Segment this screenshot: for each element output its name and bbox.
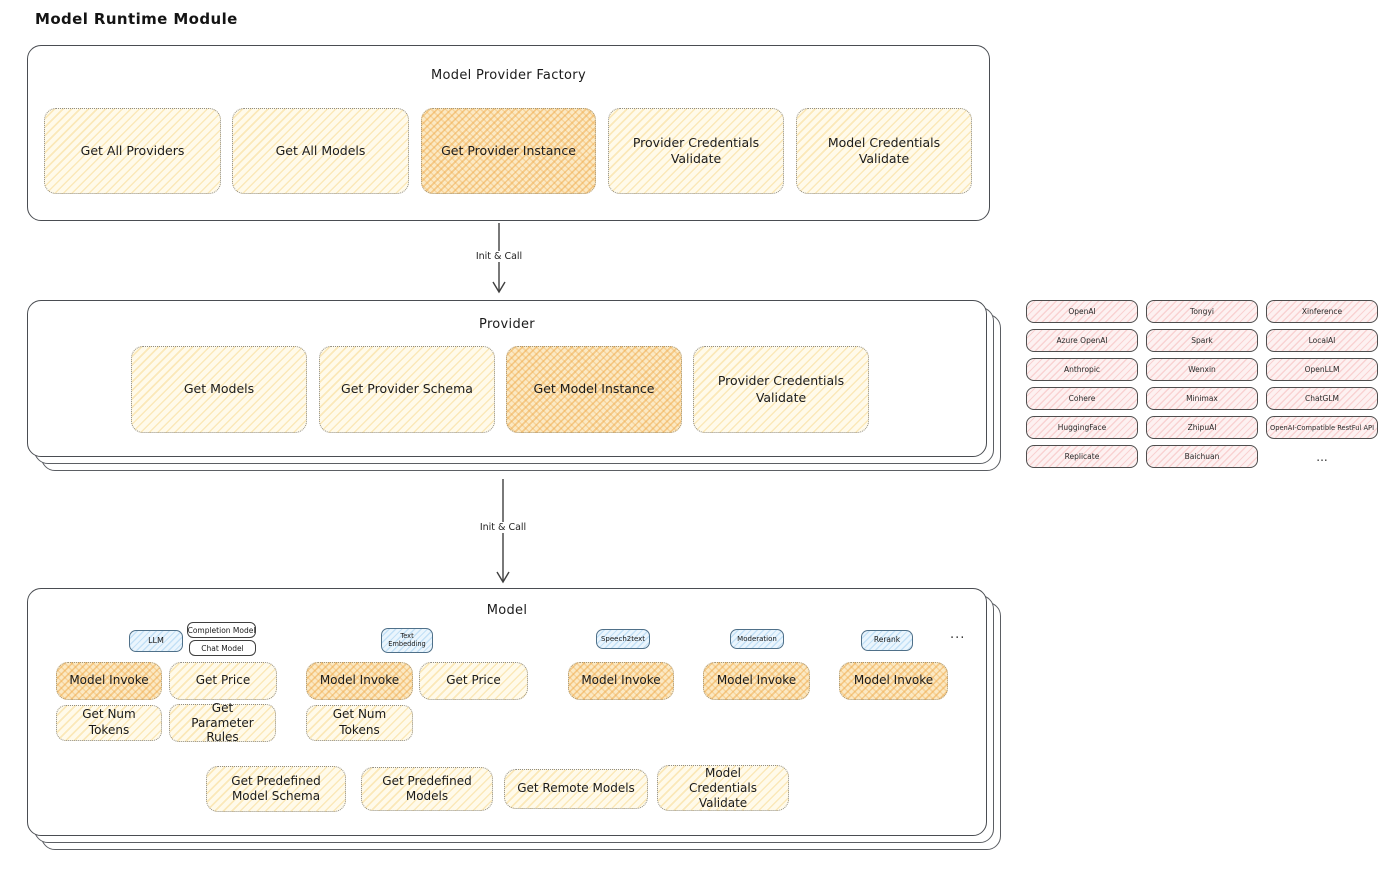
model-type-tab-moderation: Moderation [730, 629, 784, 649]
model-fn-model-credentials-validate: Model Credentials Validate [657, 765, 789, 811]
provider-pill-spark: Spark [1146, 329, 1258, 352]
model-fn-get-num-tokens-text-embedding: Get Num Tokens [306, 705, 413, 741]
factory-fn-get-provider-instance: Get Provider Instance [421, 108, 596, 194]
provider-fn-provider-credentials-validate: Provider Credentials Validate [693, 346, 869, 433]
provider-fn-get-models: Get Models [131, 346, 307, 433]
model-fn-get-predefined-model-schema: Get Predefined Model Schema [206, 766, 346, 812]
provider-title: Provider [479, 317, 535, 332]
providers-more-ellipsis: ... [1316, 449, 1328, 464]
model-fn-get-num-tokens-llm: Get Num Tokens [56, 705, 162, 741]
factory-fn-model-credentials-validate: Model Credentials Validate [796, 108, 972, 194]
provider-pill-tongyi: Tongyi [1146, 300, 1258, 323]
provider-pill-openllm: OpenLLM [1266, 358, 1378, 381]
model-box: Model LLM Completion Model Chat Model Te… [27, 588, 987, 836]
model-fn-get-price-text-embedding: Get Price [419, 662, 528, 700]
provider-pill-baichuan: Baichuan [1146, 445, 1258, 468]
provider-pill-xinference: Xinference [1266, 300, 1378, 323]
provider-pill-minimax: Minimax [1146, 387, 1258, 410]
provider-pill-huggingface: HuggingFace [1026, 416, 1138, 439]
provider-box: Provider Get Models Get Provider Schema … [27, 300, 987, 457]
provider-pill-chatglm: ChatGLM [1266, 387, 1378, 410]
providers-grid: OpenAI Tongyi Xinference Azure OpenAI Sp… [1026, 300, 1378, 468]
model-fn-get-predefined-models: Get Predefined Models [361, 767, 493, 811]
model-fn-get-remote-models: Get Remote Models [504, 769, 648, 809]
init-call-label-1: Init & Call [470, 251, 528, 262]
provider-pill-localai: LocalAI [1266, 329, 1378, 352]
provider-fn-get-provider-schema: Get Provider Schema [319, 346, 495, 433]
provider-pill-cohere: Cohere [1026, 387, 1138, 410]
page-title: Model Runtime Module [35, 10, 238, 28]
model-type-tab-speech2text: Speech2text [596, 629, 650, 649]
model-fn-get-parameter-rules: Get Parameter Rules [169, 701, 276, 744]
model-fn-model-invoke-rerank: Model Invoke [839, 662, 948, 700]
model-title: Model [486, 603, 528, 618]
model-fn-get-price-llm: Get Price [169, 662, 277, 700]
provider-pill-replicate: Replicate [1026, 445, 1138, 468]
model-fn-model-invoke-moderation: Model Invoke [703, 662, 810, 700]
factory-fn-get-all-providers: Get All Providers [44, 108, 221, 194]
factory-title: Model Provider Factory [431, 68, 586, 83]
model-type-chip-chat-model: Chat Model [189, 640, 256, 656]
model-fn-model-invoke-llm: Model Invoke [56, 662, 162, 700]
provider-pill-openai-compatible-restful-api: OpenAI-Compatible RestFul API [1266, 416, 1378, 439]
model-fn-model-invoke-speech2text: Model Invoke [568, 662, 674, 700]
model-type-tab-llm: LLM [129, 630, 183, 652]
provider-pill-wenxin: Wenxin [1146, 358, 1258, 381]
model-fn-model-invoke-text-embedding: Model Invoke [306, 662, 413, 700]
model-type-tab-text-embedding: Text Embedding [381, 628, 433, 653]
model-type-chip-completion-model: Completion Model [187, 622, 256, 638]
factory-fn-provider-credentials-validate: Provider Credentials Validate [608, 108, 784, 194]
model-type-tab-rerank: Rerank [861, 630, 913, 651]
factory-box: Model Provider Factory Get All Providers… [27, 45, 990, 221]
provider-pill-anthropic: Anthropic [1026, 358, 1138, 381]
provider-pill-azure-openai: Azure OpenAI [1026, 329, 1138, 352]
factory-fn-get-all-models: Get All Models [232, 108, 409, 194]
provider-pill-zhipuai: ZhipuAI [1146, 416, 1258, 439]
model-types-more-ellipsis: ... [950, 627, 966, 642]
init-call-label-2: Init & Call [474, 522, 532, 533]
provider-fn-get-model-instance: Get Model Instance [506, 346, 682, 433]
provider-pill-openai: OpenAI [1026, 300, 1138, 323]
